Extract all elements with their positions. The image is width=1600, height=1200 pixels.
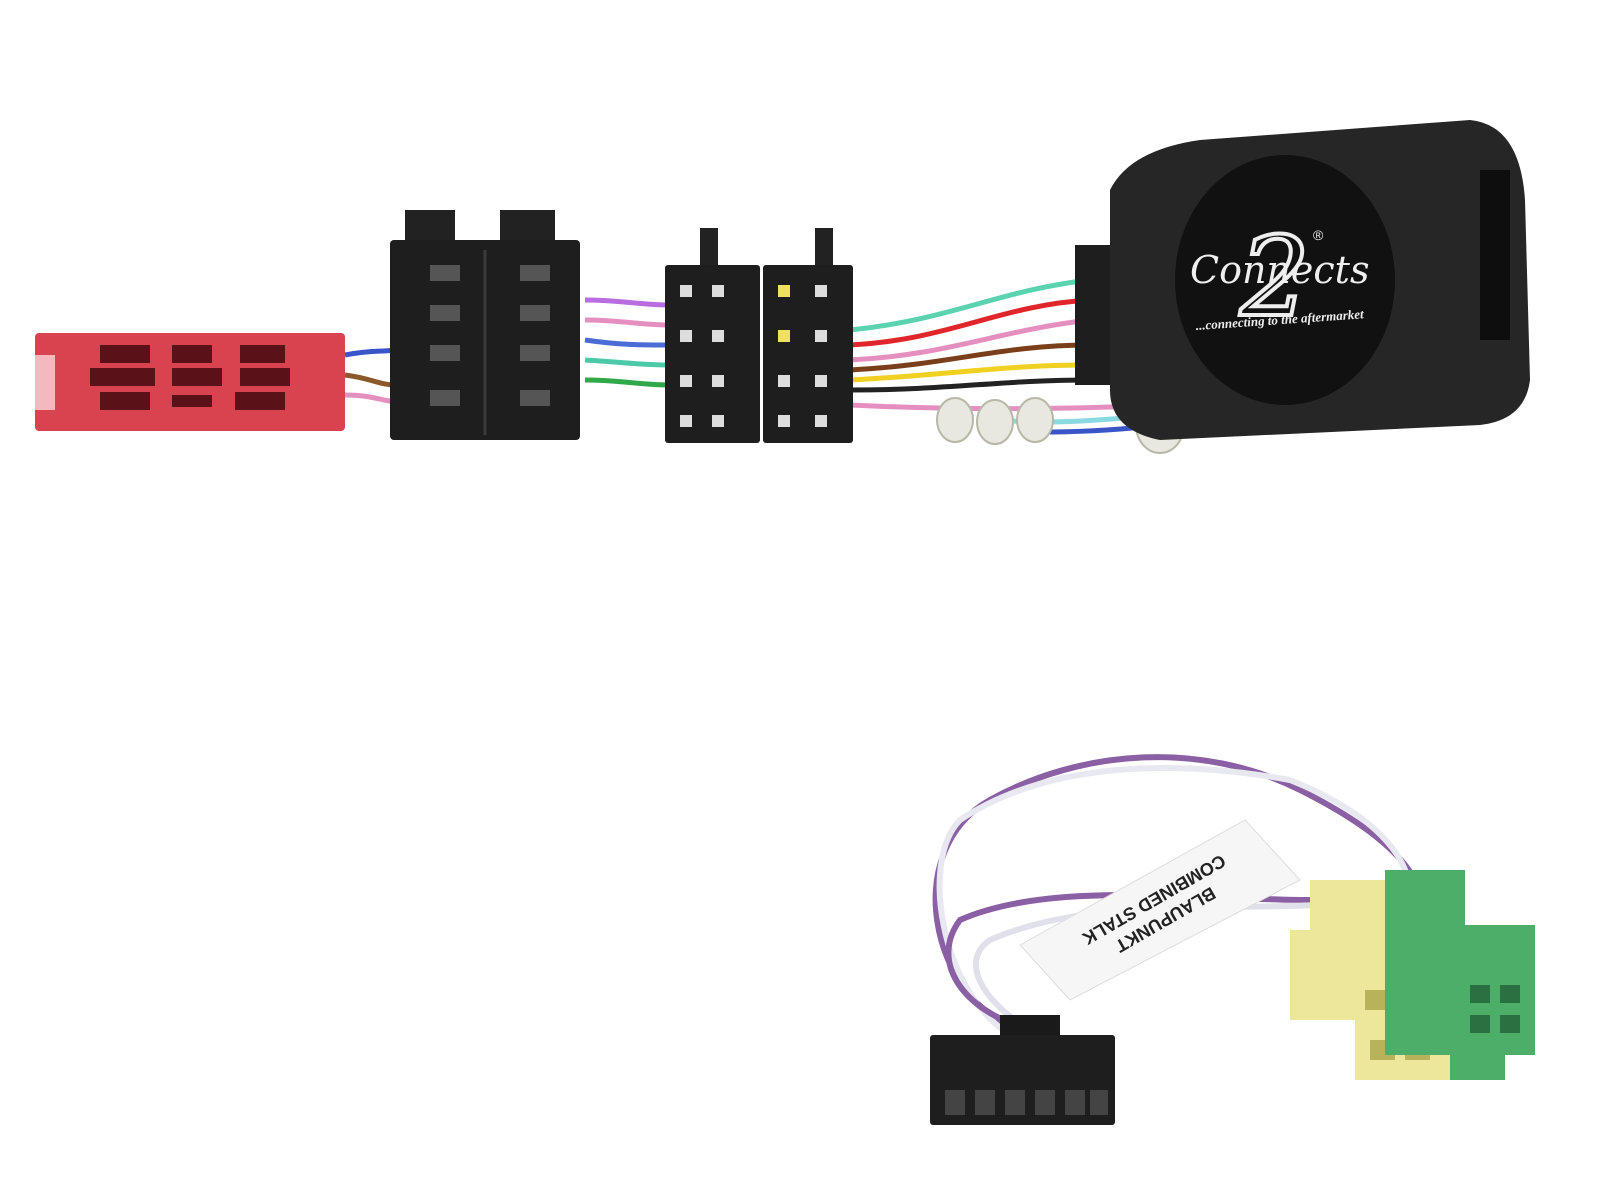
- svg-text:2: 2: [1239, 213, 1310, 341]
- black-iso-connector-pair: [665, 228, 853, 443]
- wire-bundle-upper: [344, 277, 1161, 435]
- svg-text:Connects: Connects: [1190, 248, 1369, 292]
- black-12pin-connector: [930, 1015, 1115, 1125]
- green-mini-iso-connector: [1385, 870, 1535, 1080]
- black-iso-connector-large: [390, 210, 580, 440]
- red-iso-connector: [35, 333, 345, 431]
- cable-label: BLAUPUNKT COMBINED STALK: [1019, 819, 1301, 1001]
- svg-text:®: ®: [1313, 227, 1324, 243]
- interface-box: 2 Connects ® ...connecting to the afterm…: [1075, 120, 1530, 440]
